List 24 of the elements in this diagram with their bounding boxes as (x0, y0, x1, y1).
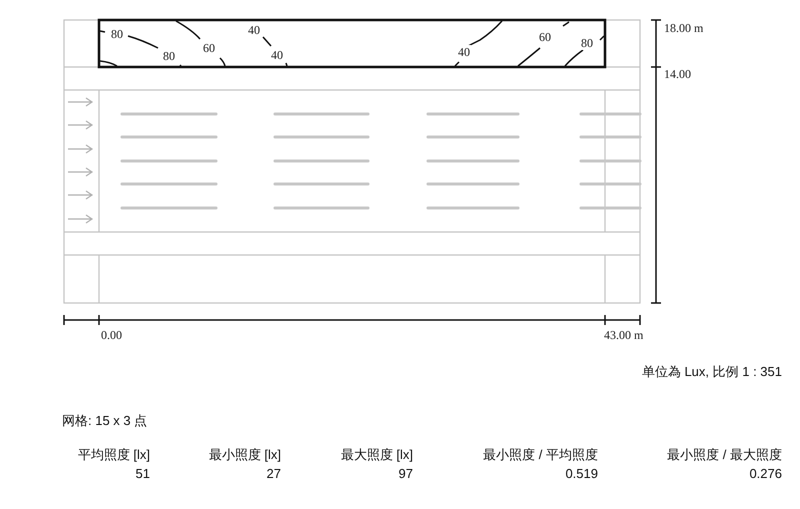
contour-value: 80 (162, 49, 176, 63)
table-value: 0.276 (749, 466, 782, 481)
table-header: 最小照度 / 最大照度 (667, 447, 782, 462)
contour-value: 40 (457, 45, 471, 59)
dimension-label: 0.00 (101, 328, 122, 342)
table-header: 最小照度 [lx] (208, 447, 281, 462)
table-value: 51 (136, 466, 150, 481)
contour-value: 60 (538, 30, 552, 44)
table-header: 最大照度 [lx] (340, 447, 413, 462)
table-header: 最小照度 / 平均照度 (483, 447, 598, 462)
contour-value: 60 (202, 41, 216, 55)
contour-value: 40 (247, 23, 261, 37)
contour-value: 40 (270, 48, 284, 62)
contour-value: 80 (580, 36, 594, 50)
dimension-label: 43.00 m (604, 328, 644, 342)
table-value: 27 (266, 466, 281, 481)
contour-value: 80 (110, 27, 124, 41)
grid-note: 网格: 15 x 3 点 (62, 413, 148, 428)
table-value: 0.519 (565, 466, 598, 481)
table-header: 平均照度 [lx] (78, 447, 150, 462)
unit-scale-note: 单位為 Lux, 比例 1 : 351 (642, 364, 782, 379)
table-value: 97 (398, 466, 413, 481)
dimension-label: 14.00 (664, 67, 691, 81)
dimension-label: 18.00 m (664, 21, 704, 35)
